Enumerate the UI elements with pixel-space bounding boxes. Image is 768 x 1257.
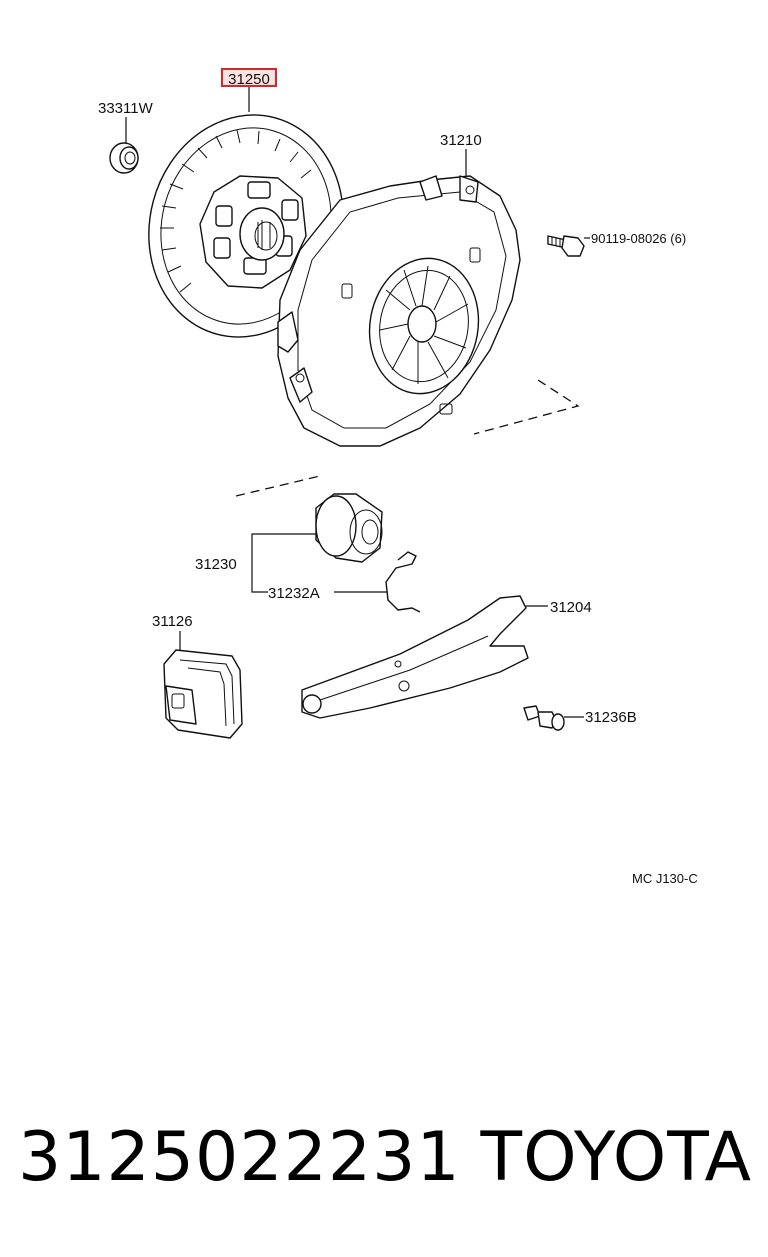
pilot-bearing <box>109 142 139 174</box>
diagram-code: MC J130-C <box>632 871 698 886</box>
assembly-line-upper <box>473 379 580 435</box>
disc-label: 31250 <box>228 71 270 88</box>
label-31250[interactable]: 31250 <box>221 68 277 88</box>
footer: 3125022231 TOYOTA <box>0 1118 768 1208</box>
cover-bolt <box>547 235 585 257</box>
release-fork <box>301 595 529 719</box>
clutch-cover <box>277 175 521 447</box>
release-boot <box>163 649 243 739</box>
bolt-label[interactable]: 90119-08026 (6) <box>591 231 686 246</box>
highlight-box <box>221 68 277 87</box>
hub-label[interactable]: 31230 <box>195 556 237 573</box>
leader-31230 <box>251 533 316 593</box>
fork-support-bolt <box>523 705 565 731</box>
disc-slots <box>160 129 312 293</box>
assembly-line-lower <box>235 475 321 497</box>
release-bearing <box>315 493 383 563</box>
support-label[interactable]: 31236B <box>585 709 637 726</box>
bearing-label[interactable]: 33311W <box>98 100 154 117</box>
fork-label[interactable]: 31204 <box>550 599 592 616</box>
brand-name: TOYOTA <box>480 1118 752 1197</box>
release-clip <box>385 551 421 613</box>
diaphragm-fingers <box>379 265 469 384</box>
cover-label[interactable]: 31210 <box>440 132 482 149</box>
boot-label[interactable]: 31126 <box>152 613 193 630</box>
clip-label[interactable]: 31232A <box>268 585 320 602</box>
part-number: 3125022231 <box>18 1118 461 1197</box>
